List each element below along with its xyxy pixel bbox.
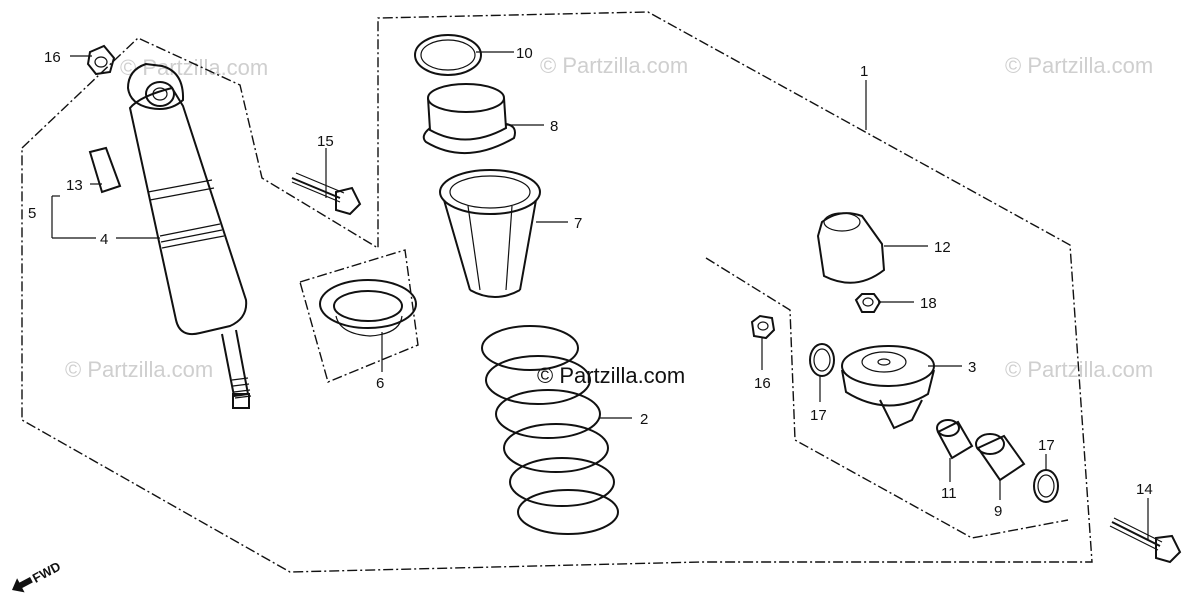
- callout-6: 6: [376, 375, 384, 392]
- bolt-15: [291, 172, 362, 216]
- watermark: © Partzilla.com: [540, 53, 688, 78]
- callout-16: 16: [44, 49, 61, 66]
- watermark-center: © Partzilla.com: [537, 363, 685, 388]
- fwd-direction-badge: FWD: [12, 559, 63, 593]
- circlip-10: [414, 34, 482, 76]
- spring-guide-7: [439, 169, 541, 298]
- inner-collar-11: [936, 419, 974, 460]
- nut-16-top: [86, 44, 116, 76]
- leader-lines: [51, 51, 1149, 540]
- nut-16-right: [750, 314, 776, 340]
- callout-13: 13: [66, 177, 83, 194]
- callout-10: 10: [516, 45, 533, 62]
- fwd-arrow-icon: [12, 577, 33, 593]
- bump-stop-12: [816, 212, 886, 284]
- fwd-label: FWD: [30, 559, 63, 586]
- callout-8: 8: [550, 118, 558, 135]
- callout-9: 9: [994, 503, 1002, 520]
- bushing-9: [975, 433, 1026, 482]
- callout-17: 17: [810, 407, 827, 424]
- callout-4: 4: [100, 231, 108, 248]
- spring-seat-8: [422, 83, 516, 154]
- watermark: © Partzilla.com: [65, 357, 213, 382]
- callout-15: 15: [317, 133, 334, 150]
- cushion-group-boundary: [705, 257, 1069, 539]
- assembly-boundary: [21, 11, 1093, 573]
- label-sticker: [88, 146, 122, 194]
- seat-group-boundary: [299, 249, 419, 383]
- callout-1: 1: [860, 63, 868, 80]
- callout-17: 17: [1038, 437, 1055, 454]
- ring-17-right: [1033, 469, 1059, 503]
- callout-7: 7: [574, 215, 582, 232]
- callout-2: 2: [640, 411, 648, 428]
- watermark: © Partzilla.com: [1005, 53, 1153, 78]
- callout-3: 3: [968, 359, 976, 376]
- callout-5: 5: [28, 205, 36, 222]
- coil-spring-2: [481, 325, 619, 535]
- callout-11: 11: [941, 485, 957, 502]
- shock-absorber: [126, 62, 252, 409]
- nut-18: [854, 293, 882, 313]
- callout-16: 16: [754, 375, 771, 392]
- watermark: © Partzilla.com: [120, 55, 268, 80]
- collar-6: [319, 279, 417, 337]
- bolt-14: [1109, 517, 1182, 564]
- callout-14: 14: [1136, 481, 1153, 498]
- ring-17-left: [809, 343, 835, 377]
- lower-mount-3: [841, 345, 935, 430]
- callout-12: 12: [934, 239, 951, 256]
- callout-18: 18: [920, 295, 937, 312]
